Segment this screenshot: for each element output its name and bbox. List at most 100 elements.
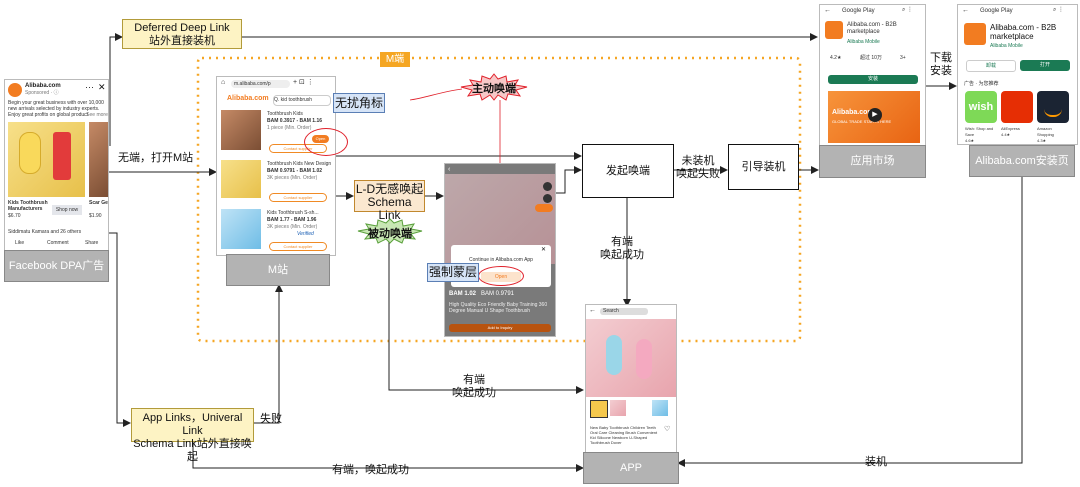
app-back-icon[interactable]: ← — [589, 307, 596, 314]
play1-stat1: 4.2★ — [830, 55, 842, 61]
fb-shop-now-button[interactable]: Shop now — [52, 205, 82, 215]
amazon-smile-icon — [1044, 109, 1062, 117]
arrow-fb-to-applinks — [107, 232, 131, 427]
has-app-success-label: 有端 唤起成功 — [600, 236, 644, 262]
play2-app1-rating: 4.6★ — [965, 138, 975, 143]
heart-icon[interactable]: ♡ — [664, 426, 671, 433]
play2-app-icon — [964, 23, 986, 45]
download-line2: 安装 — [930, 65, 952, 77]
m-item3-contact[interactable]: Contact supplier — [269, 242, 327, 251]
arrow-install-to-app — [677, 143, 1023, 467]
app-links-box: App Links，Univeral Link Schema Link站外直接唤… — [131, 408, 254, 463]
m-search-input[interactable]: Q. kid toothbrush — [273, 95, 331, 106]
fb-comment-button[interactable]: Comment — [47, 240, 69, 246]
play2-open-button[interactable]: 打开 — [1020, 60, 1070, 71]
install-page-label: Alibaba.com安装页 — [969, 145, 1075, 177]
active-wake-star-shape — [460, 73, 528, 101]
overlay-back-icon[interactable]: ‹ — [448, 166, 451, 173]
play1-banner-sub: GLOBAL TRADE STARTS HERE — [832, 119, 892, 124]
overlay-cart-icon[interactable] — [543, 194, 552, 203]
play2-back-icon[interactable]: ← — [962, 7, 969, 14]
app-thumb-1[interactable] — [590, 400, 608, 418]
facebook-ad-card: Alibaba.com Sponsored · ⓘ ··· ✕ Begin yo… — [4, 79, 109, 251]
active-wake-text: 主动唤端 — [472, 83, 516, 95]
app-thumb-3[interactable] — [632, 400, 646, 416]
m-item3-title[interactable]: Kids Toothbrush S-sh... — [267, 210, 319, 216]
fb-menu-icon[interactable]: ··· — [85, 82, 94, 92]
overlay-price2: BAM 0.9791 — [481, 291, 515, 297]
fb-like-button[interactable]: Like — [15, 240, 25, 246]
app-toothbrush-icon — [606, 335, 622, 375]
play2-uninstall-button[interactable]: 卸载 — [966, 60, 1016, 72]
deferred-line1: Deferred Deep Link — [134, 22, 230, 34]
fb-see-more[interactable]: ...See more — [82, 112, 108, 118]
m-item2-moq: 3K pieces (Min. Order) — [267, 175, 318, 181]
overlay-cta-button[interactable]: Add to Inquiry — [449, 324, 551, 332]
fb-share-button[interactable]: Share — [85, 240, 99, 246]
play1-search-icon[interactable]: ⌕ ⋮ — [902, 7, 914, 13]
play-store-app-page: ← Google Play ⌕ ⋮ Alibaba.com - B2B mark… — [819, 4, 926, 147]
app-product-image — [586, 319, 676, 397]
ld-line2: Schema Link — [367, 195, 412, 222]
active-wake-bubble: 主动唤端 — [460, 73, 528, 101]
download-install-label: 下载 安装 — [930, 52, 952, 78]
app-thumb-4[interactable] — [652, 400, 668, 416]
m-item1-moq: 1 piece (Min. Order) — [267, 125, 312, 131]
fail-label: 失败 — [260, 413, 282, 425]
download-line1: 下载 — [930, 52, 952, 64]
arrow-applinks-to-app — [192, 442, 584, 472]
play1-dev: Alibaba Mobile — [847, 39, 880, 45]
fb-brand-logo — [8, 83, 22, 97]
has-app-line2: 唤起成功 — [600, 249, 644, 261]
app-product-title: New Baby Toothbrush Children Teeth Oral … — [590, 425, 658, 445]
dialog-close-icon[interactable]: ✕ — [541, 247, 547, 253]
app-search-input[interactable]: Search — [600, 308, 648, 315]
m-item1-title[interactable]: Toothbrush Kids — [267, 111, 303, 117]
overlay-desc: High Quality Eco Friendly Baby Training … — [449, 302, 548, 314]
m-item-image — [221, 160, 261, 198]
play2-search-icon[interactable]: ⌕ ⋮ — [1053, 7, 1065, 13]
no-disturb-tag: 无扰角标 — [333, 93, 385, 113]
m-item2-title[interactable]: Toothbrush Kids New Design ... — [267, 161, 332, 173]
m-item2-contact[interactable]: Contact supplier — [269, 193, 327, 202]
start-wake-box: 发起唤端 — [582, 144, 674, 198]
play2-app2-rating: 4.4★ — [1001, 132, 1011, 137]
overlay-share-icon[interactable] — [543, 182, 552, 191]
ld-line1: L-D无感唤起 — [355, 182, 424, 196]
forced-overlay-tag: 强制蒙层 — [427, 263, 479, 282]
ld-schema-link-box: L-D无感唤起 Schema Link — [354, 180, 425, 222]
play2-aliexpress-icon[interactable] — [1001, 91, 1033, 123]
m-home-icon[interactable]: ⌂ — [221, 79, 226, 86]
m-url-bar[interactable]: m.alibaba.com/p — [231, 80, 290, 88]
passive-wake-bubble: 被动唤端 — [357, 218, 423, 244]
installed-label: 装机 — [865, 456, 887, 468]
play1-app-icon — [825, 21, 843, 39]
app-thumb-2[interactable] — [610, 400, 626, 416]
m-item-image — [221, 209, 261, 249]
bottom-success-label: 有端，唤起成功 — [332, 464, 409, 476]
play2-wish-icon[interactable]: wish — [965, 91, 997, 123]
applinks-line2: Schema Link站外直接唤起 — [133, 438, 252, 463]
play2-app1-name: Wish: Shop and Save — [965, 126, 994, 137]
forced-overlay-phone: ‹ ✕ Continue in Alibaba.com App Open BAM… — [444, 163, 556, 337]
play1-back-icon[interactable]: ← — [824, 7, 831, 14]
passive-wake-text: 被动唤端 — [368, 228, 412, 240]
fb-product1-name: Kids Toothbrush Manufacturers — [8, 200, 48, 212]
play2-amazon-icon[interactable] — [1037, 91, 1069, 123]
m-region-border — [196, 56, 802, 343]
m-site-phone: ⌂ m.alibaba.com/p + ⊡ ⋮ Alibaba.com Q. k… — [216, 76, 336, 256]
play1-play-icon[interactable]: ▶ — [868, 108, 882, 122]
play2-app2-name: AliExpress — [1001, 126, 1020, 131]
fb-close-icon[interactable]: ✕ — [98, 82, 106, 92]
m-item-image — [221, 110, 261, 150]
m-item1-price: BAM 0.3917 - BAM 1.16 — [267, 118, 323, 124]
fb-brand: Alibaba.com — [25, 83, 61, 89]
not-installed-label: 未装机 唤起失败 — [676, 155, 720, 181]
m-verified-badge: Verified — [297, 231, 314, 237]
play1-install-button[interactable]: 安装 — [828, 75, 918, 84]
m-item2-price: BAM 0.9791 - BAM 1.02 — [267, 168, 323, 174]
dialog-text: Continue in Alibaba.com App — [469, 257, 533, 263]
deferred-line2: 站外直接装机 — [149, 35, 215, 47]
overlay-open-badge[interactable] — [535, 204, 553, 212]
app-product-phone: ← Search New Baby Toothbrush Children Te… — [585, 304, 677, 454]
